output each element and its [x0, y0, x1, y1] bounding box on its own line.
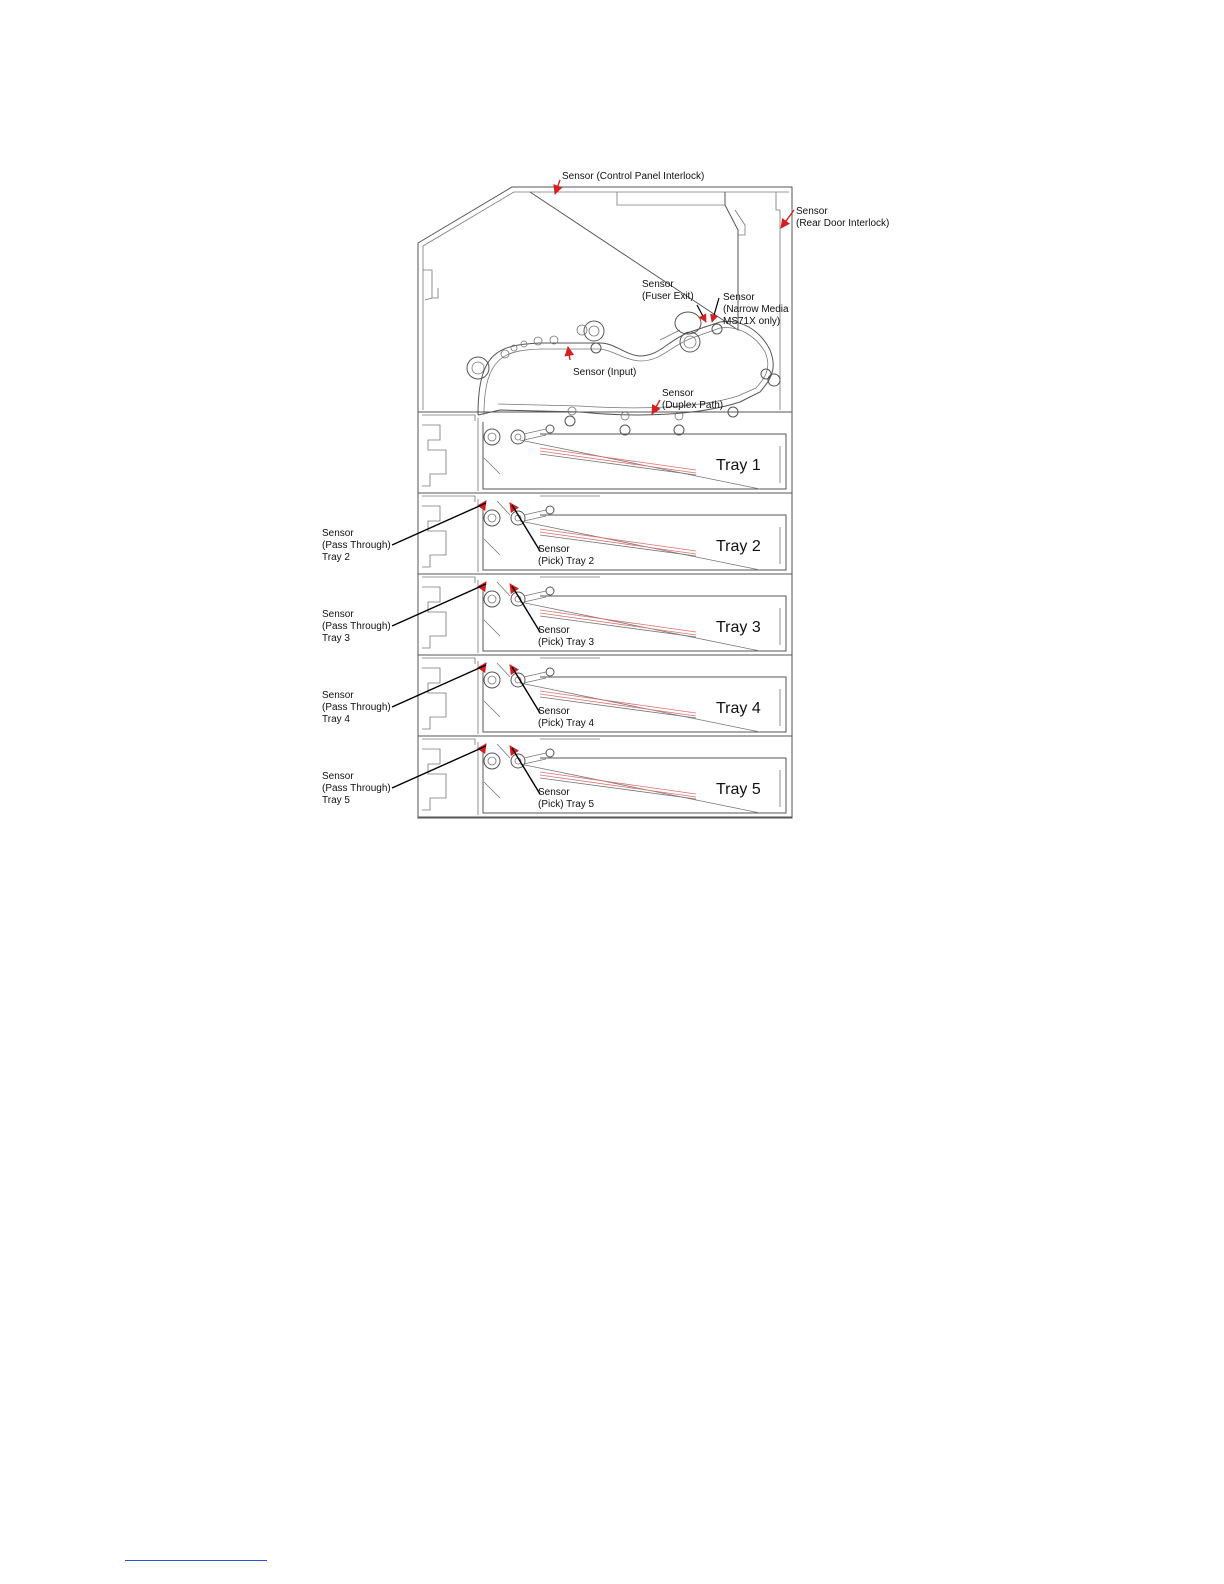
top-labels: Sensor (Control Panel Interlock) Sensor …: [562, 171, 889, 411]
pick-roller: [510, 429, 526, 445]
label-rear-door: Sensor (Rear Door Interlock): [796, 206, 889, 229]
tray-4: Sensor(Pass Through)Tray 4 Sensor(Pick) T…: [322, 654, 793, 737]
sensor-arrow-narrow-media: [710, 297, 720, 323]
sensor-arrow-fuser-exit: [696, 304, 707, 323]
tray-label: Tray 4: [716, 700, 761, 717]
leader-pick: [511, 747, 541, 795]
label-pick-tray-3: Sensor(Pick) Tray 3: [538, 625, 595, 648]
label-pass-through-tray-4: Sensor(Pass Through)Tray 4: [322, 690, 391, 725]
tray-3: Sensor(Pass Through)Tray 3 Sensor(Pick) T…: [322, 573, 793, 656]
leader-pick: [511, 666, 541, 714]
leader-pick: [511, 585, 541, 633]
tray-cassette: [417, 735, 793, 818]
tray-1: Tray 1: [417, 411, 793, 494]
label-pass-through-tray-2: Sensor(Pass Through)Tray 2: [322, 528, 391, 563]
tray-cassette: [417, 654, 793, 737]
tray-label: Tray 5: [716, 781, 761, 798]
label-fuser-exit: Sensor (Fuser Exit): [642, 279, 694, 302]
tray-cassette: [417, 573, 793, 656]
leader-pick: [511, 504, 541, 552]
tray-label: Tray 1: [716, 457, 761, 474]
sensor-arrow-rear-door: [780, 209, 795, 229]
feed-roller: [483, 671, 501, 689]
feed-roller: [483, 509, 501, 527]
leader-pass-through: [391, 664, 487, 708]
printer-body-outline: [417, 186, 793, 819]
rollers: [466, 311, 781, 436]
sensor-arrows: [553, 179, 795, 415]
label-duplex: Sensor (Duplex Path): [662, 388, 723, 411]
sensor-arrow-input: [564, 346, 575, 361]
label-pick-tray-5: Sensor(Pick) Tray 5: [538, 787, 595, 810]
label-pick-tray-4: Sensor(Pick) Tray 4: [538, 706, 595, 729]
tray-5: Sensor(Pass Through)Tray 5 Sensor(Pick) T…: [322, 735, 793, 818]
tray-2: Sensor(Pass Through)Tray 2 Sensor(Pick) T…: [322, 492, 793, 575]
leader-pass-through: [391, 502, 487, 546]
leader-pass-through: [391, 745, 487, 789]
tray-label: Tray 2: [716, 538, 761, 555]
paper-path: [477, 320, 774, 416]
tray-cassette: [417, 411, 793, 494]
label-pick-tray-2: Sensor(Pick) Tray 2: [538, 544, 595, 567]
tray-cassette: [417, 492, 793, 575]
tray-label: Tray 3: [716, 619, 761, 636]
sensor-arrow-control-panel: [553, 179, 563, 195]
feed-roller: [483, 428, 501, 446]
leader-pass-through: [391, 583, 487, 627]
label-narrow-media: Sensor (Narrow Media MS71X only): [723, 292, 791, 327]
sensor-arrow-duplex: [651, 399, 661, 415]
label-input: Sensor (Input): [573, 367, 636, 378]
feed-roller: [483, 752, 501, 770]
label-pass-through-tray-3: Sensor(Pass Through)Tray 3: [322, 609, 391, 644]
feed-roller: [483, 590, 501, 608]
label-pass-through-tray-5: Sensor(Pass Through)Tray 5: [322, 771, 391, 806]
label-control-panel: Sensor (Control Panel Interlock): [562, 171, 704, 182]
footer-rule: [125, 1560, 267, 1561]
